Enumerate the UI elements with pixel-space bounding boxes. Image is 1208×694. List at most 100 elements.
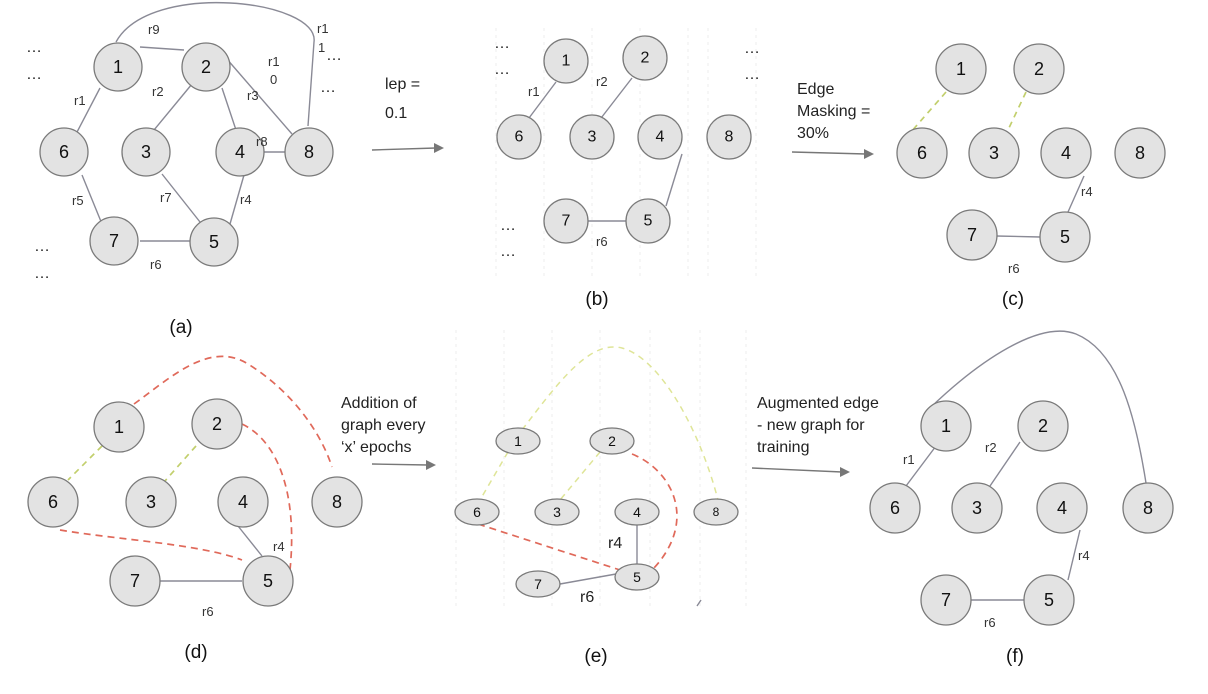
masked-edge-d-1-6 <box>67 445 103 481</box>
node-a-8: 8 <box>284 127 334 177</box>
node-f-6: 6 <box>869 482 921 534</box>
node-c-2: 2 <box>1013 43 1065 95</box>
ellipsis-a: … <box>26 66 42 83</box>
edge-a-6-7 <box>81 174 103 225</box>
caption-b: (b) <box>585 289 608 310</box>
node-a-4: 4 <box>215 127 265 177</box>
edge-label-a-r11-bottom: 1 <box>318 40 325 55</box>
node-b-5: 5 <box>625 198 671 244</box>
node-a-3: 3 <box>121 127 171 177</box>
edge-a-3-5 <box>161 173 201 223</box>
svg-text:2: 2 <box>608 433 616 449</box>
edge-a-2-8 <box>225 57 293 135</box>
svg-text:1: 1 <box>941 416 951 436</box>
node-e-8: 8 <box>693 498 739 526</box>
svg-text:3: 3 <box>146 492 156 512</box>
annotation-augmented-line3: training <box>757 439 809 456</box>
svg-text:4: 4 <box>238 492 248 512</box>
node-c-6: 6 <box>896 127 948 179</box>
svg-text:7: 7 <box>967 225 977 245</box>
node-b-6: 6 <box>496 114 542 160</box>
node-c-1: 1 <box>935 43 987 95</box>
added-edge-d-2-5 <box>241 423 293 571</box>
svg-text:4: 4 <box>1061 143 1071 163</box>
caption-e: (e) <box>584 646 607 667</box>
svg-text:1: 1 <box>514 433 522 449</box>
panel-e: 1 2 3 4 5 6 7 8 r4 r6 (e) <box>454 330 747 667</box>
edge-a-1-6 <box>75 87 101 135</box>
svg-text:4: 4 <box>235 142 245 162</box>
node-b-1: 1 <box>543 38 589 84</box>
edge-label-e-r6: r6 <box>580 589 594 606</box>
node-f-4: 4 <box>1036 482 1088 534</box>
node-d-7: 7 <box>109 555 161 607</box>
svg-text:5: 5 <box>1060 227 1070 247</box>
svg-text:7: 7 <box>534 576 542 592</box>
edge-label-f-r4: r4 <box>1078 548 1090 563</box>
node-e-6: 6 <box>454 498 500 526</box>
node-e-3: 3 <box>534 498 580 526</box>
edge-label-f-r1: r1 <box>903 452 915 467</box>
node-d-5: 5 <box>242 555 294 607</box>
svg-text:3: 3 <box>989 143 999 163</box>
svg-text:8: 8 <box>725 129 734 146</box>
edge-label-c-r6: r6 <box>1008 261 1020 276</box>
svg-text:6: 6 <box>890 498 900 518</box>
ellipsis-a: … <box>34 265 50 282</box>
edge-a-1-8-r9-curve <box>115 1 315 127</box>
ellipsis-b: … <box>500 217 516 234</box>
svg-text:5: 5 <box>633 569 641 585</box>
ellipsis-a: … <box>26 39 42 56</box>
edge-label-a-r2: r2 <box>152 84 164 99</box>
edge-f-2-3 <box>989 441 1021 487</box>
svg-text:2: 2 <box>1038 416 1048 436</box>
svg-text:1: 1 <box>114 417 124 437</box>
svg-text:8: 8 <box>1143 498 1153 518</box>
arrow-b-to-c: Edge Masking = 30% <box>791 81 874 159</box>
added-edge-d-6-5 <box>59 529 243 561</box>
node-b-2: 2 <box>622 35 668 81</box>
masked-edge-d-2-3 <box>163 445 197 483</box>
edge-c-4-5 <box>1067 175 1085 213</box>
svg-text:1: 1 <box>562 53 571 70</box>
edge-label-a-r10-bottom: 0 <box>270 72 277 87</box>
edge-a-2-4 <box>221 87 237 131</box>
ellipsis-b: … <box>494 35 510 52</box>
ellipsis-b: … <box>744 66 760 83</box>
node-d-1: 1 <box>93 401 145 453</box>
edge-label-e-r4: r4 <box>608 535 622 552</box>
node-f-2: 2 <box>1017 400 1069 452</box>
svg-text:1: 1 <box>113 57 123 77</box>
edge-label-a-r9: r9 <box>148 22 160 37</box>
svg-text:8: 8 <box>304 142 314 162</box>
svg-text:7: 7 <box>109 231 119 251</box>
svg-text:7: 7 <box>941 590 951 610</box>
svg-text:1: 1 <box>956 59 966 79</box>
edge-label-d-r4: r4 <box>273 539 285 554</box>
edge-e-stray-mark <box>696 599 702 607</box>
ellipsis-b: … <box>494 61 510 78</box>
node-c-7: 7 <box>946 209 998 261</box>
candidate-edge-e-2-3 <box>559 451 601 501</box>
svg-text:6: 6 <box>917 143 927 163</box>
node-d-2: 2 <box>191 398 243 450</box>
edge-label-a-r3: r3 <box>247 88 259 103</box>
edge-label-f-r2: r2 <box>985 440 997 455</box>
annotation-lep-line2: 0.1 <box>385 105 407 122</box>
node-d-6: 6 <box>27 476 79 528</box>
edge-f-4-5 <box>1067 529 1081 581</box>
node-d-3: 3 <box>125 476 177 528</box>
svg-text:6: 6 <box>515 129 524 146</box>
svg-text:5: 5 <box>644 213 653 230</box>
node-c-8: 8 <box>1114 127 1166 179</box>
ellipsis-b: … <box>500 243 516 260</box>
node-f-1: 1 <box>920 400 972 452</box>
ellipsis-a: … <box>320 79 336 96</box>
edge-b-1-6 <box>525 81 557 123</box>
svg-text:8: 8 <box>713 505 720 519</box>
node-a-7: 7 <box>89 216 139 266</box>
edge-label-f-r6: r6 <box>984 615 996 630</box>
node-e-2: 2 <box>589 427 635 455</box>
node-f-7: 7 <box>920 574 972 626</box>
edge-e-7-5 <box>559 573 617 585</box>
